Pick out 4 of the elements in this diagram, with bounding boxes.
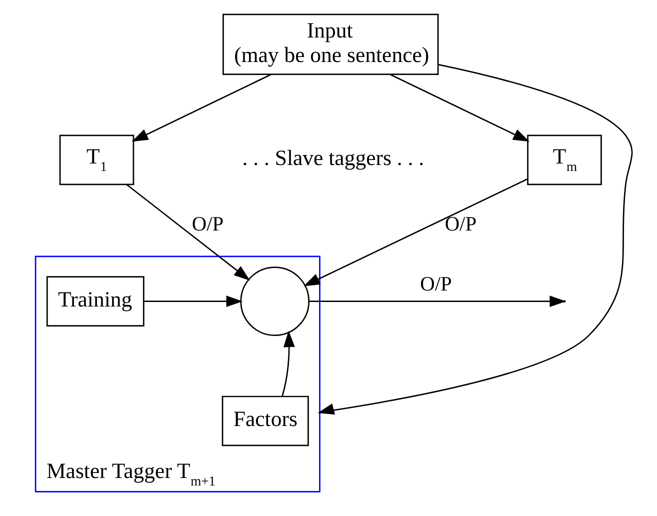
- edge-label: O/P: [444, 213, 477, 236]
- edge-label: O/P: [420, 272, 452, 295]
- label: . . . Slave taggers . . .: [242, 146, 424, 170]
- edge-label: O/P: [192, 213, 224, 236]
